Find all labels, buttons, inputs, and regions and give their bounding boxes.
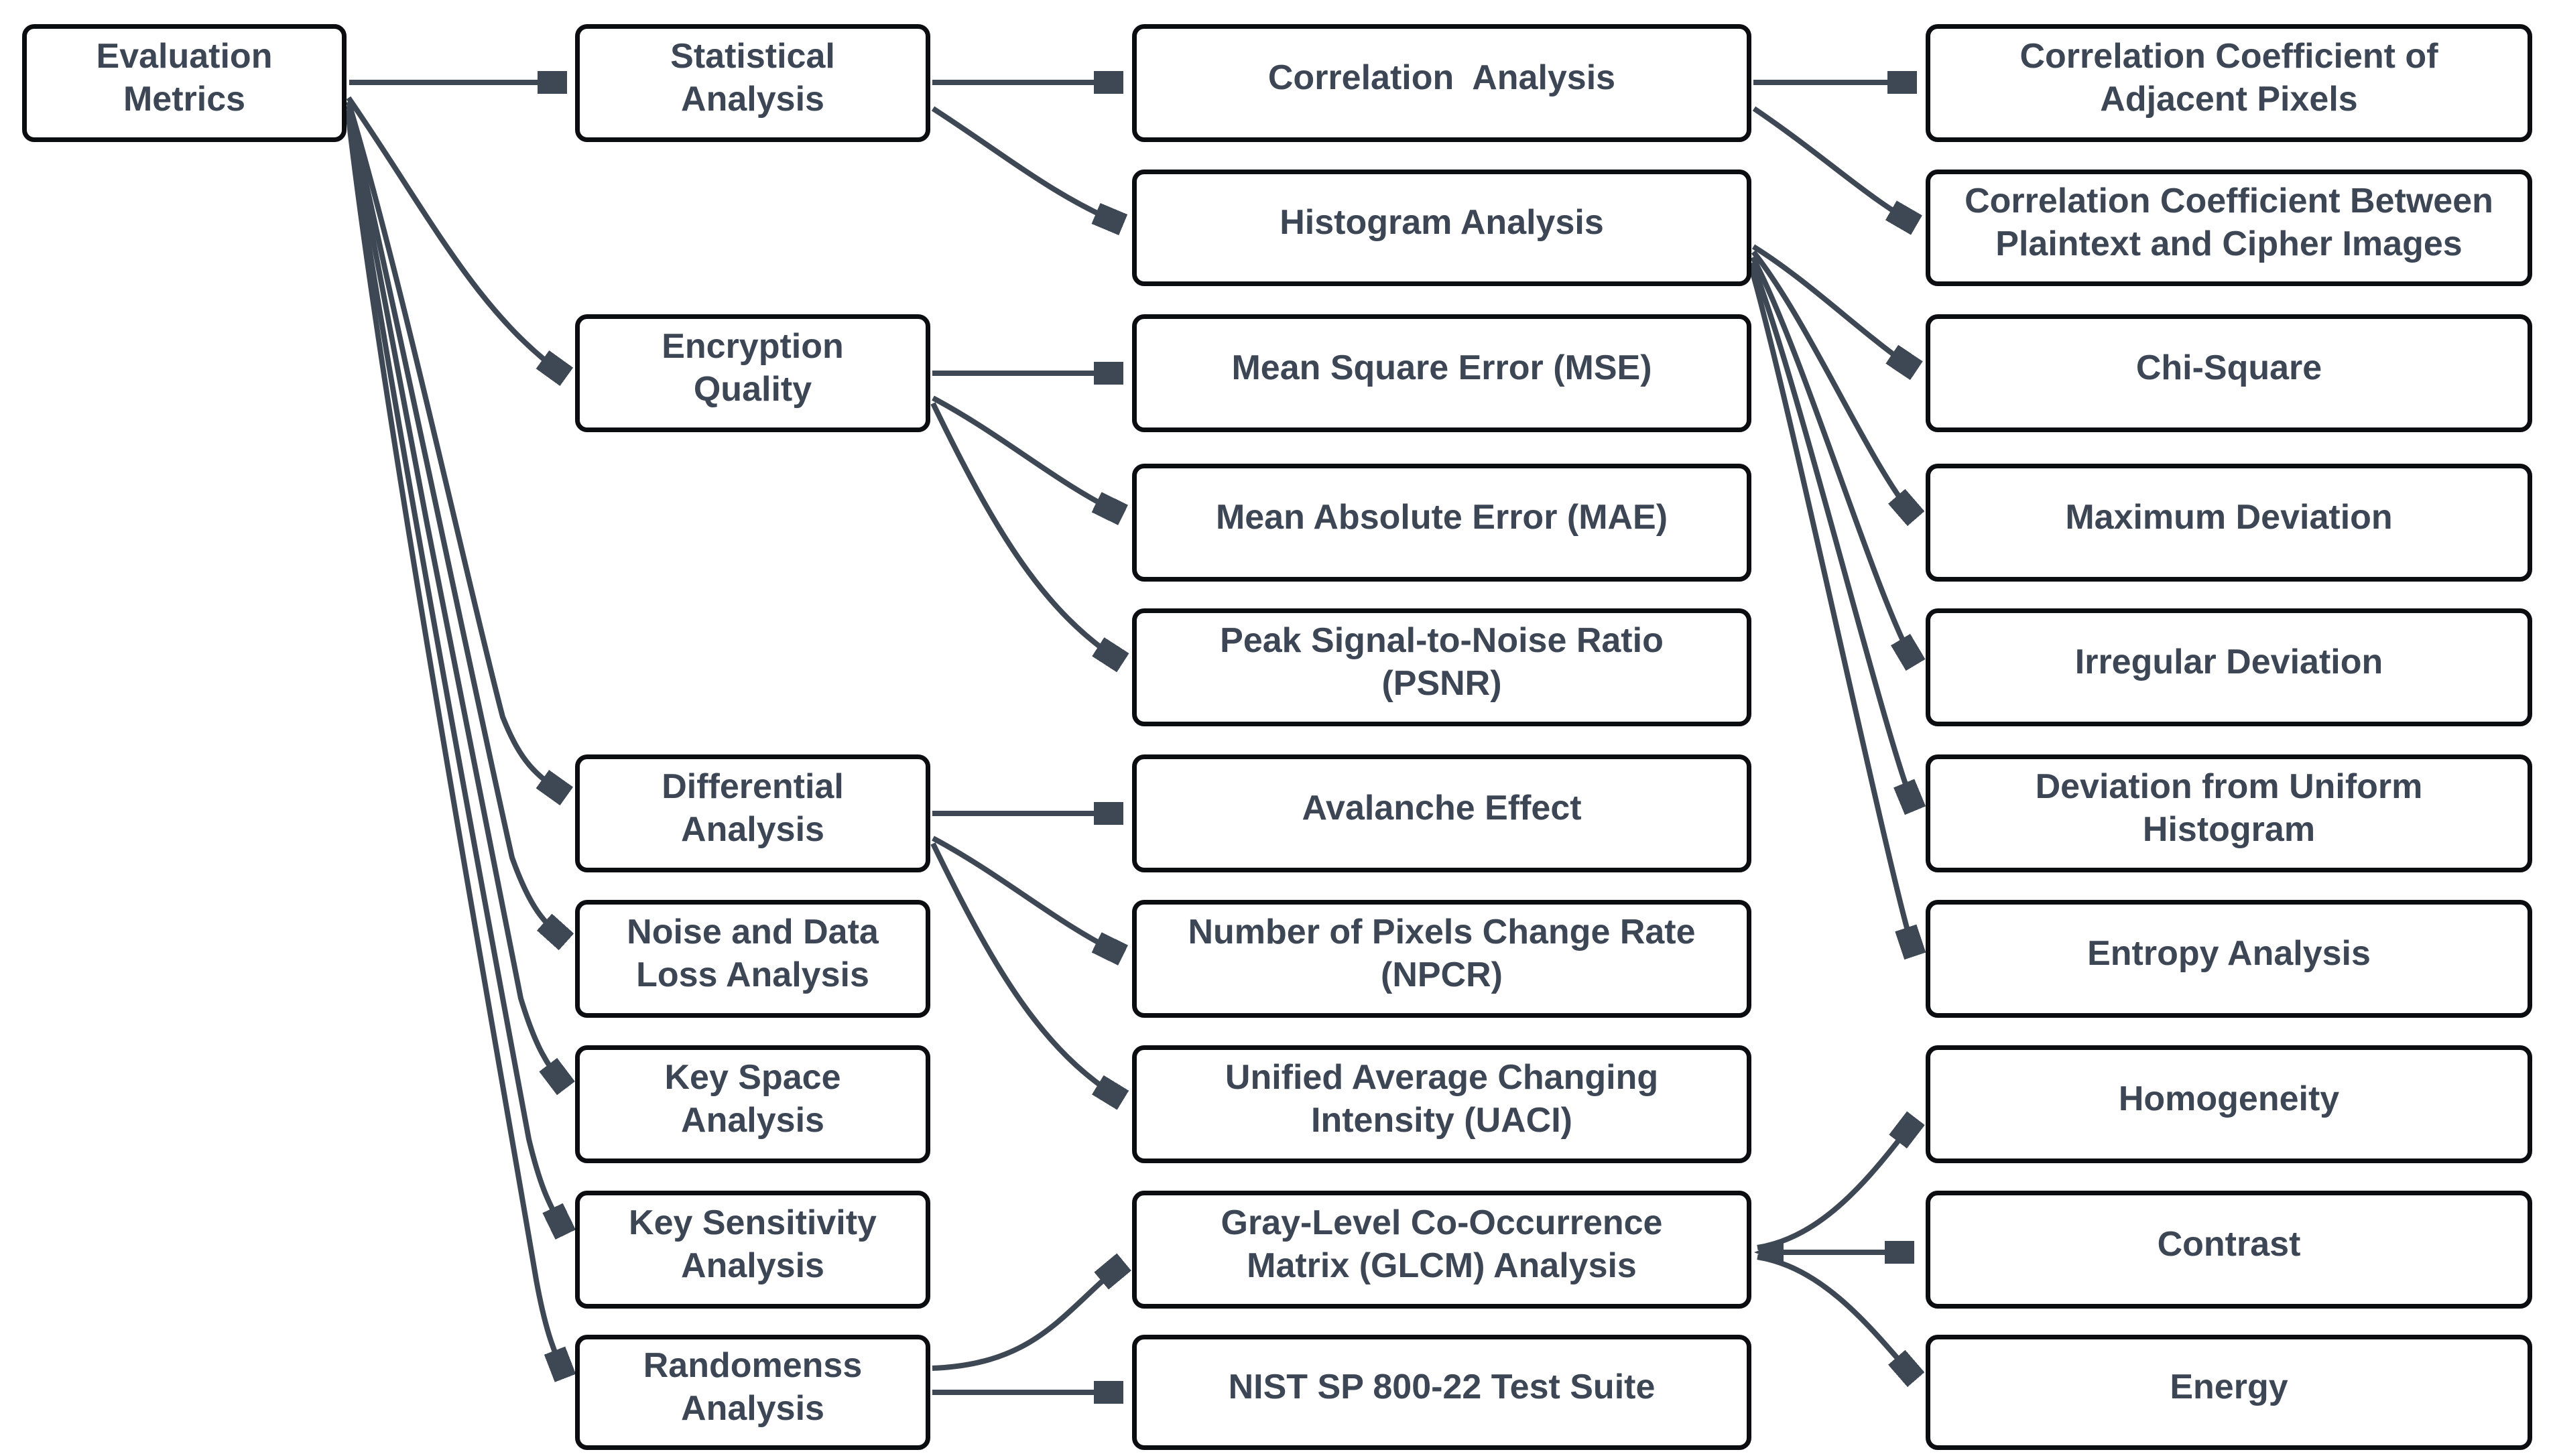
- node-deviation-from-uniform-histogram: Deviation from Uniform Histogram: [1926, 754, 2532, 872]
- node-contrast: Contrast: [1926, 1191, 2532, 1309]
- node-differential-analysis: Differential Analysis: [575, 754, 930, 872]
- node-randomness-analysis-label: Randomenss Analysis: [643, 1345, 863, 1428]
- node-deviation-from-uniform-histogram-label: Deviation from Uniform Histogram: [2035, 767, 2423, 849]
- node-maximum-deviation: Maximum Deviation: [1926, 464, 2532, 582]
- node-energy: Energy: [1926, 1335, 2532, 1450]
- node-glcm-analysis: Gray-Level Co-Occurrence Matrix (GLCM) A…: [1132, 1191, 1751, 1309]
- node-correlation-analysis-label: Correlation Analysis: [1267, 58, 1616, 97]
- edge-differential-to-uaci: [930, 842, 1121, 1099]
- node-nist-test-suite: NIST SP 800-22 Test Suite: [1132, 1335, 1751, 1450]
- edge-glcm-to-homogeneity: [1757, 1120, 1914, 1250]
- edge-evaluation-to-key-sensitivity: [346, 113, 564, 1232]
- node-avalanche-effect-label: Avalanche Effect: [1302, 788, 1582, 828]
- node-encryption-quality-label: Encryption Quality: [662, 326, 844, 409]
- node-glcm-analysis-label: Gray-Level Co-Occurrence Matrix (GLCM) A…: [1221, 1203, 1663, 1285]
- edge-encryption-to-mae: [932, 395, 1121, 514]
- node-peak-signal-to-noise-ratio-label: Peak Signal-to-Noise Ratio (PSNR): [1220, 620, 1664, 703]
- node-homogeneity: Homogeneity: [1926, 1045, 2532, 1163]
- node-npcr-label: Number of Pixels Change Rate (NPCR): [1188, 912, 1696, 994]
- node-correlation-coefficient-plaintext-cipher-label: Correlation Coefficient Between Plaintex…: [1965, 181, 2493, 263]
- node-peak-signal-to-noise-ratio: Peak Signal-to-Noise Ratio (PSNR): [1132, 608, 1751, 726]
- node-entropy-analysis-label: Entropy Analysis: [2087, 933, 2371, 973]
- edge-glcm-to-energy: [1757, 1254, 1914, 1378]
- edge-evaluation-to-differential: [346, 101, 564, 795]
- node-statistical-analysis: Statistical Analysis: [575, 24, 930, 142]
- node-npcr: Number of Pixels Change Rate (NPCR): [1132, 900, 1751, 1018]
- node-uaci-label: Unified Average Changing Intensity (UACI…: [1225, 1057, 1659, 1140]
- node-irregular-deviation: Irregular Deviation: [1926, 608, 2532, 726]
- node-maximum-deviation-label: Maximum Deviation: [2065, 497, 2393, 537]
- edge-histogram-to-entropy: [1749, 267, 1914, 953]
- node-noise-and-data-loss-analysis-label: Noise and Data Loss Analysis: [627, 912, 879, 994]
- node-correlation-coefficient-plaintext-cipher: Correlation Coefficient Between Plaintex…: [1926, 170, 2532, 286]
- edge-evaluation-to-noise-data-loss: [346, 105, 564, 940]
- node-correlation-coefficient-adjacent-pixels-label: Correlation Coefficient of Adjacent Pixe…: [2019, 36, 2438, 119]
- node-differential-analysis-label: Differential Analysis: [662, 767, 844, 849]
- node-correlation-coefficient-adjacent-pixels: Correlation Coefficient of Adjacent Pixe…: [1926, 24, 2532, 142]
- node-mean-square-error: Mean Square Error (MSE): [1132, 314, 1751, 432]
- node-randomness-analysis: Randomenss Analysis: [575, 1335, 930, 1450]
- edge-histogram-to-chi-square: [1751, 244, 1914, 369]
- node-uaci: Unified Average Changing Intensity (UACI…: [1132, 1045, 1751, 1163]
- node-mean-absolute-error-label: Mean Absolute Error (MAE): [1215, 497, 1668, 537]
- node-energy-label: Energy: [2170, 1367, 2288, 1406]
- node-chi-square-label: Chi-Square: [2135, 348, 2322, 387]
- node-correlation-analysis: Correlation Analysis: [1132, 24, 1751, 142]
- node-evaluation-metrics-label: Evaluation Metrics: [96, 36, 273, 119]
- node-mean-square-error-label: Mean Square Error (MSE): [1231, 348, 1652, 387]
- node-contrast-label: Contrast: [2157, 1224, 2301, 1264]
- edge-randomness-to-glcm: [932, 1264, 1122, 1371]
- node-key-sensitivity-analysis-label: Key Sensitivity Analysis: [629, 1203, 877, 1285]
- node-encryption-quality: Encryption Quality: [575, 314, 930, 432]
- edge-evaluation-to-randomness: [346, 117, 564, 1376]
- edge-histogram-to-uniform-deviation: [1749, 261, 1914, 808]
- glcm-reverse-arrowhead: [1754, 1241, 1784, 1264]
- node-statistical-analysis-label: Statistical Analysis: [670, 36, 835, 119]
- node-key-sensitivity-analysis: Key Sensitivity Analysis: [575, 1191, 930, 1309]
- node-avalanche-effect: Avalanche Effect: [1132, 754, 1751, 872]
- node-noise-and-data-loss-analysis: Noise and Data Loss Analysis: [575, 900, 930, 1018]
- edge-evaluation-to-key-space: [346, 109, 564, 1086]
- node-nist-test-suite-label: NIST SP 800-22 Test Suite: [1228, 1367, 1656, 1406]
- node-entropy-analysis: Entropy Analysis: [1926, 900, 2532, 1018]
- node-homogeneity-label: Homogeneity: [2118, 1079, 2340, 1118]
- node-irregular-deviation-label: Irregular Deviation: [2074, 642, 2383, 681]
- node-evaluation-metrics: Evaluation Metrics: [22, 24, 347, 142]
- node-histogram-analysis-label: Histogram Analysis: [1280, 202, 1604, 242]
- edge-histogram-to-irregular-deviation: [1750, 256, 1914, 663]
- node-key-space-analysis: Key Space Analysis: [575, 1045, 930, 1163]
- edge-histogram-to-max-deviation: [1751, 250, 1914, 517]
- edge-encryption-to-psnr: [930, 402, 1121, 661]
- node-chi-square: Chi-Square: [1926, 314, 2532, 432]
- node-key-space-analysis-label: Key Space Analysis: [664, 1057, 841, 1140]
- node-mean-absolute-error: Mean Absolute Error (MAE): [1132, 464, 1751, 582]
- edge-evaluation-to-encryption-quality: [346, 96, 564, 375]
- node-histogram-analysis: Histogram Analysis: [1132, 170, 1751, 286]
- edge-differential-to-npcr: [932, 836, 1121, 954]
- edge-statistical-to-histogram: [931, 106, 1121, 224]
- edge-correlation-to-cc-plain-cipher: [1752, 106, 1914, 224]
